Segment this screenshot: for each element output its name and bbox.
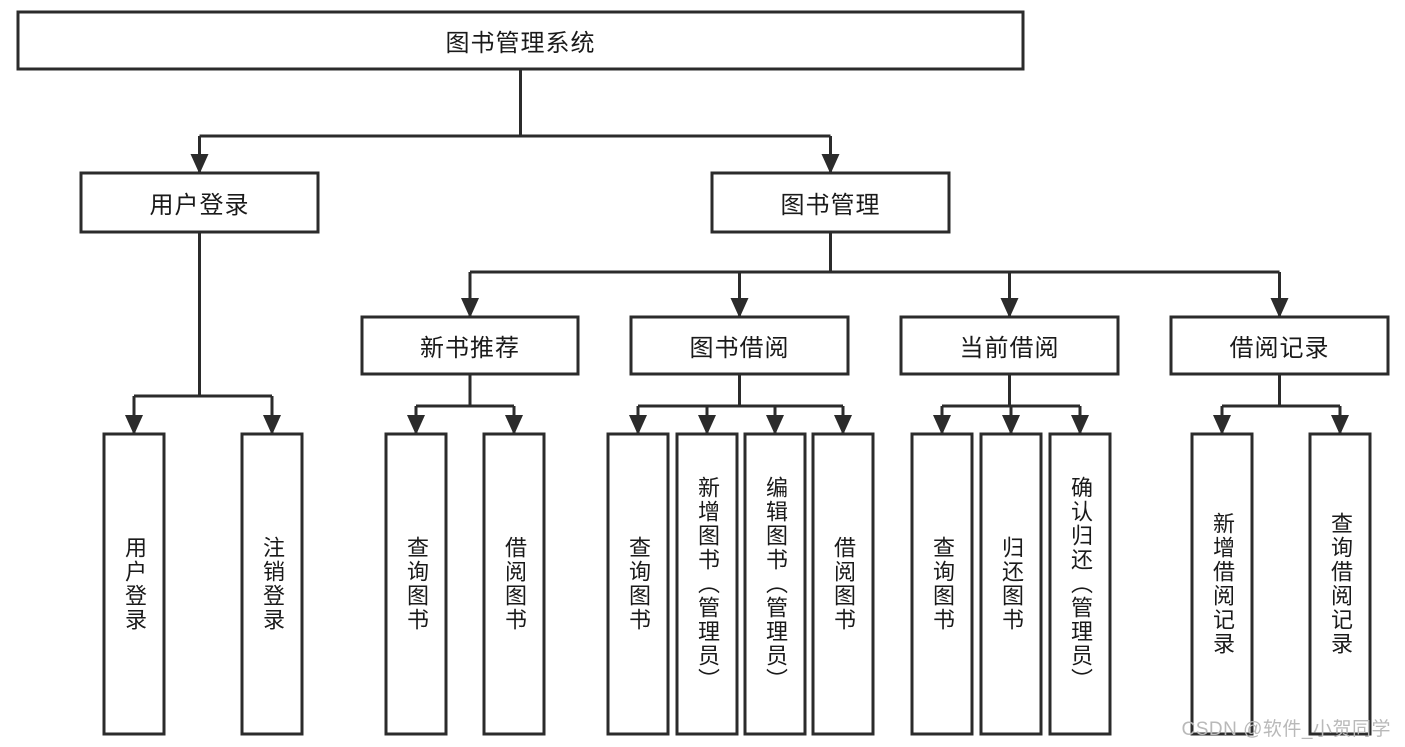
node-box-leaf-user-login[interactable] xyxy=(102,432,166,736)
node-box-leaf-borrow-book[interactable] xyxy=(811,432,875,736)
node-box-leaf-return-book[interactable] xyxy=(979,432,1043,736)
arrow-head-icon xyxy=(629,415,647,435)
node-box-leaf-confirm-return[interactable] xyxy=(1048,432,1112,736)
node-box-new-book-recommend[interactable] xyxy=(360,315,580,376)
arrow-head-icon xyxy=(821,154,840,174)
node-box-leaf-query-book-recommend[interactable] xyxy=(384,432,448,736)
arrow-head-icon xyxy=(1213,415,1231,435)
connector-lines xyxy=(125,69,1349,435)
node-box-leaf-borrow-book-recommend[interactable] xyxy=(482,432,546,736)
arrow-head-icon xyxy=(766,415,784,435)
arrow-head-icon xyxy=(933,415,951,435)
arrow-head-icon xyxy=(834,415,852,435)
arrow-head-icon xyxy=(698,415,716,435)
node-box-leaf-query-borrow-record[interactable] xyxy=(1308,432,1372,736)
arrow-head-icon xyxy=(505,415,523,435)
arrow-head-icon xyxy=(1000,298,1019,318)
node-box-book-borrow[interactable] xyxy=(629,315,850,376)
node-box-borrow-record[interactable] xyxy=(1169,315,1390,376)
node-box-leaf-add-book[interactable] xyxy=(675,432,739,736)
node-box-user-login[interactable] xyxy=(79,171,320,234)
node-box-root[interactable] xyxy=(16,10,1025,71)
arrow-head-icon xyxy=(125,415,143,435)
arrow-head-icon xyxy=(1002,415,1020,435)
node-box-leaf-query-book-current[interactable] xyxy=(910,432,974,736)
arrow-head-icon xyxy=(730,298,749,318)
node-box-book-manage[interactable] xyxy=(710,171,951,234)
arrow-head-icon xyxy=(1071,415,1089,435)
node-box-leaf-query-book-borrow[interactable] xyxy=(606,432,670,736)
node-box-leaf-edit-book[interactable] xyxy=(743,432,807,736)
arrow-head-icon xyxy=(1331,415,1349,435)
arrow-head-icon xyxy=(1270,298,1289,318)
arrow-head-icon xyxy=(263,415,281,435)
node-boxes xyxy=(16,10,1390,736)
arrow-head-icon xyxy=(461,298,479,318)
node-box-leaf-logout[interactable] xyxy=(240,432,304,736)
node-box-leaf-add-borrow-record[interactable] xyxy=(1190,432,1254,736)
arrow-head-icon xyxy=(407,415,425,435)
node-box-current-borrow[interactable] xyxy=(899,315,1120,376)
arrow-head-icon xyxy=(190,154,209,174)
